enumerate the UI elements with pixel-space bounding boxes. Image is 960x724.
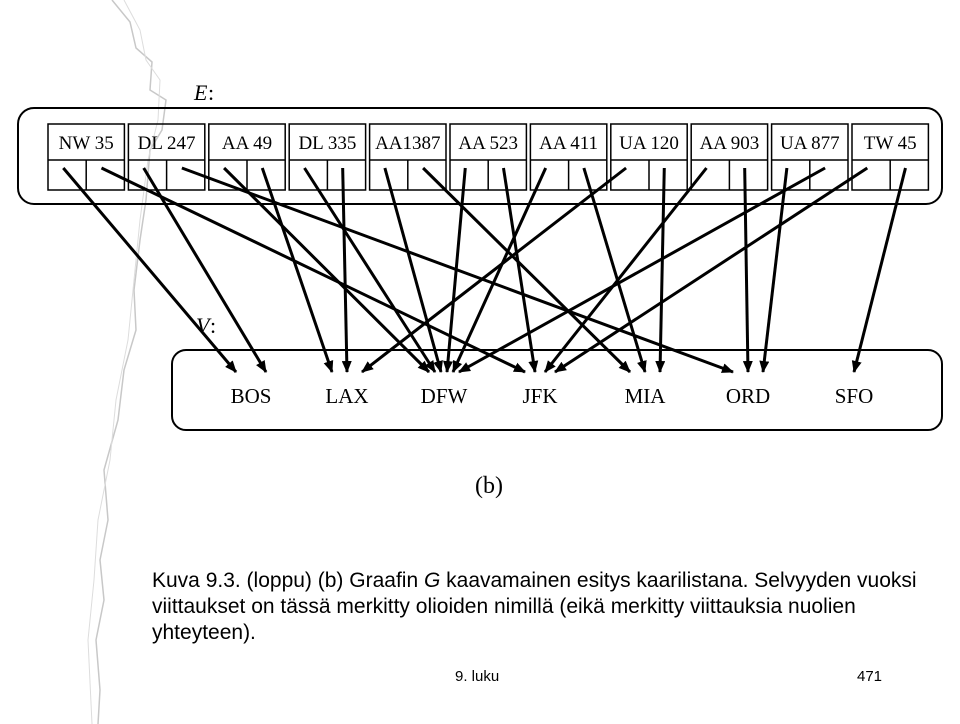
edge-cell: AA 411 <box>529 123 608 191</box>
edge-cell: AA1387 <box>368 123 447 191</box>
edge-endpoint-arrow <box>361 166 627 374</box>
edge-cell: AA 49 <box>208 123 286 191</box>
edge-cell: DL 335 <box>288 123 367 191</box>
vertex-label: DFW <box>421 384 468 408</box>
edge-list: NW 35 DL 247 AA 49 DL 335 AA1387 AA 523 AA 411… <box>47 123 930 191</box>
edge-label: UA 877 <box>780 133 840 154</box>
edge-endpoint-arrow <box>223 166 431 374</box>
svg-text:E: E <box>193 80 208 105</box>
vertex-list: BOS LAX DFW JFK MIA ORD SFO <box>231 384 874 408</box>
edge-endpoint-arrow <box>303 167 437 373</box>
edge-endpoint-arrow <box>451 167 548 373</box>
edge-label: AA 49 <box>222 133 272 154</box>
edge-endpoint-arrow <box>582 167 647 373</box>
chapter-footer: 9. luku <box>455 668 500 685</box>
vertex-list-container <box>171 349 943 431</box>
edge-endpoint-arrow <box>759 167 789 373</box>
edge-cell: UA 877 <box>770 123 849 191</box>
edge-endpoint-arrow <box>543 167 708 373</box>
caption-rest: kaavamainen esitys kaarilistana. Selvyyd… <box>152 569 917 644</box>
edge-label: TW 45 <box>864 133 917 154</box>
edge-endpoint-arrow <box>742 167 753 373</box>
page-number: 471 <box>857 668 883 685</box>
edge-endpoint-arrow <box>142 167 268 373</box>
svg-text::: : <box>210 313 216 338</box>
edge-endpoint-arrow <box>554 166 869 374</box>
edge-cell: AA 523 <box>449 123 528 191</box>
edge-label: AA1387 <box>375 133 440 154</box>
vertex-label: LAX <box>325 384 368 408</box>
vertex-label: SFO <box>835 384 874 408</box>
edge-endpoint-arrow <box>383 167 443 373</box>
caption-graph-variable: G <box>423 569 441 592</box>
edge-label: AA 903 <box>700 133 760 154</box>
edge-set-label: E : <box>193 80 214 105</box>
edge-endpoint-arrow <box>851 167 907 373</box>
edge-endpoint-arrow <box>443 167 467 373</box>
torn-edge-decoration-inner <box>87 0 161 724</box>
edge-label: UA 120 <box>619 133 679 154</box>
edge-cell: DL 247 <box>127 123 206 191</box>
vertex-label: JFK <box>522 384 557 408</box>
edge-cell: UA 120 <box>610 123 688 191</box>
edge-cell: TW 45 <box>851 123 930 191</box>
edge-label: DL 335 <box>298 133 356 154</box>
edge-label: DL 247 <box>138 133 196 154</box>
caption-prefix: Kuva 9.3. (loppu) (b) Graafin <box>152 569 424 592</box>
edge-endpoint-arrow <box>62 167 238 373</box>
vertex-label: MIA <box>625 384 667 408</box>
edge-endpoint-arrow <box>458 166 826 374</box>
edge-endpoint-arrow <box>100 166 526 374</box>
vertex-label: BOS <box>231 384 272 408</box>
edge-endpoint-arrow <box>422 166 632 374</box>
edge-endpoint-arrow <box>501 167 539 373</box>
edge-endpoint-arrow <box>341 167 352 373</box>
vertex-label: ORD <box>726 384 770 408</box>
edge-cell: AA 903 <box>690 123 769 191</box>
svg-text::: : <box>208 80 214 105</box>
edge-cell: NW 35 <box>47 123 126 191</box>
edge-list-container <box>17 107 943 205</box>
vertex-set-label: V : <box>196 313 216 338</box>
edge-label: AA 523 <box>458 133 518 154</box>
torn-edge-decoration <box>95 0 167 724</box>
edge-endpoint-arrow <box>260 167 334 373</box>
edge-label: AA 411 <box>539 133 598 154</box>
edge-endpoint-arrows <box>62 166 907 374</box>
edge-endpoint-arrow <box>655 167 666 373</box>
edge-label: NW 35 <box>59 133 114 154</box>
subfigure-label: (b) <box>475 473 503 499</box>
figure-caption: Kuva 9.3. (loppu) (b) Graafin G kaavamai… <box>152 568 932 646</box>
